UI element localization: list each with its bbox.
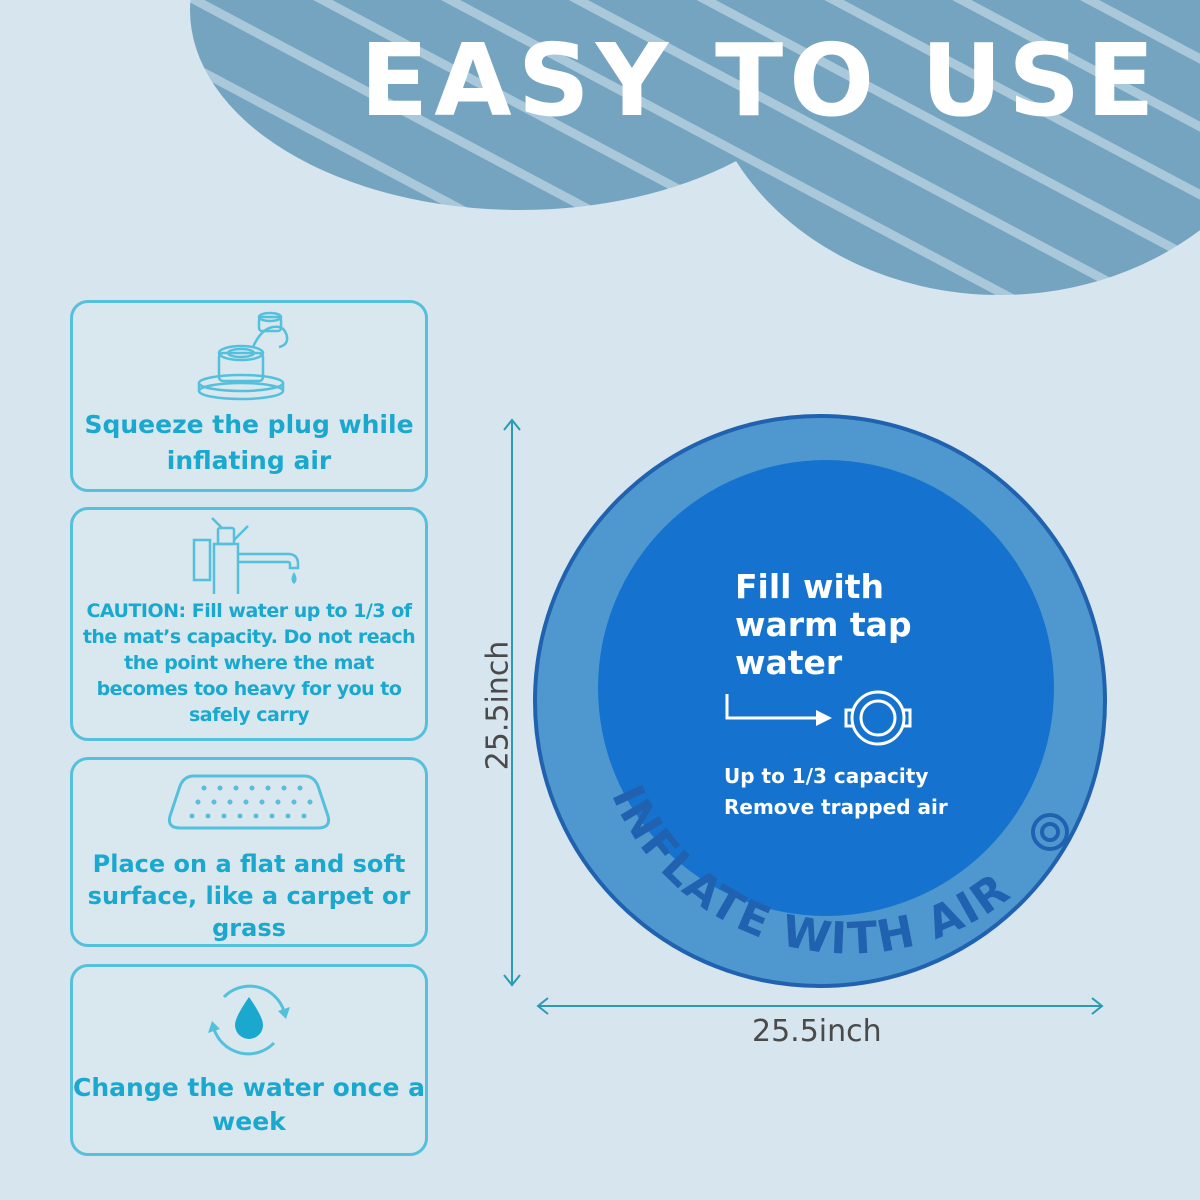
instruction-card-surface: Place on a flat and soft surface, like a… — [70, 757, 428, 947]
card-text: CAUTION: Fill water up to 1/3 of the mat… — [82, 600, 416, 726]
arrow-to-valve-icon — [725, 694, 818, 720]
card-text: Place on a flat and soft surface, like a… — [87, 850, 411, 942]
mat-inner-disc — [598, 460, 1054, 916]
trapped-air-text: Remove trapped air — [724, 795, 948, 819]
capacity-text: Up to 1/3 capacity — [724, 764, 929, 788]
capacity-instructions: Up to 1/3 capacity Remove trapped air — [724, 761, 1024, 823]
mat-icon — [168, 774, 330, 830]
valve-plug-icon — [197, 311, 289, 401]
width-label: 25.5inch — [752, 1014, 882, 1049]
card-text: Squeeze the plug while inflating air — [84, 410, 414, 475]
faucet-icon — [192, 517, 300, 594]
instruction-card-change-water: Change the water once a week — [70, 964, 428, 1156]
card-text: Change the water once a week — [73, 1073, 426, 1136]
valve-icon — [844, 690, 912, 746]
instruction-card-plug: Squeeze the plug while inflating air — [70, 300, 428, 492]
fill-instruction: Fill with warm tap water — [735, 567, 912, 682]
instruction-card-caution: CAUTION: Fill water up to 1/3 of the mat… — [70, 507, 428, 741]
water-cycle-icon — [208, 984, 290, 1056]
height-label: 25.5inch — [480, 640, 516, 771]
page-title: EASY TO USE — [360, 22, 1161, 139]
ring-circle-icon — [1031, 813, 1069, 851]
